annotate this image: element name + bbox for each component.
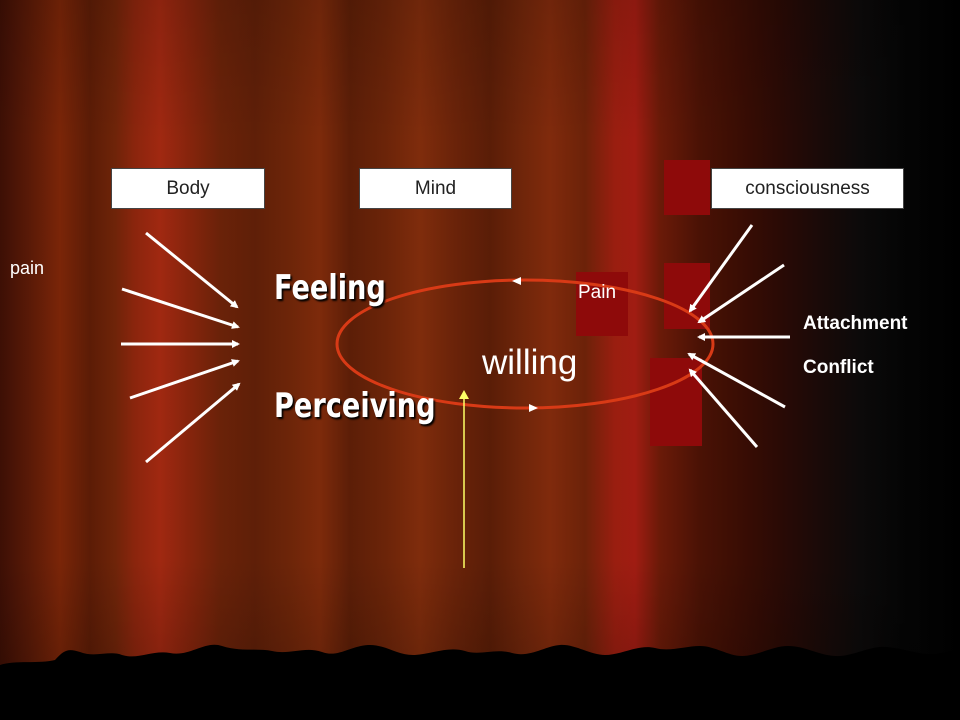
right-arrows <box>687 224 790 448</box>
pain-label-left: pain <box>10 258 45 278</box>
feeling-label: Feeling <box>274 268 386 308</box>
upward-arrowhead <box>459 390 469 399</box>
left-arrows <box>121 231 241 464</box>
right-arrow <box>697 263 785 324</box>
left-arrow <box>129 359 240 400</box>
body-box: Body <box>111 168 265 209</box>
mind-box: Mind <box>359 168 512 209</box>
willing-label: willing <box>482 343 578 382</box>
cycle-arrowhead-bottom <box>529 404 538 412</box>
cycle-arrowhead-top <box>512 277 521 285</box>
red-block <box>664 160 710 215</box>
consciousness-box: consciousness <box>711 168 904 209</box>
conflict-label: Conflict <box>803 357 874 378</box>
attachment-label: Attachment <box>803 313 908 334</box>
left-arrow <box>145 382 241 464</box>
right-arrow <box>688 224 754 313</box>
right-arrow <box>687 352 786 409</box>
curtain-hem <box>0 644 960 720</box>
left-arrow <box>121 287 240 329</box>
cycle-ellipse <box>335 278 715 410</box>
right-arrow <box>688 368 759 448</box>
perceiving-label: Perceiving <box>274 386 436 426</box>
left-arrow <box>145 231 239 309</box>
pain-label-right: Pain <box>578 282 617 303</box>
